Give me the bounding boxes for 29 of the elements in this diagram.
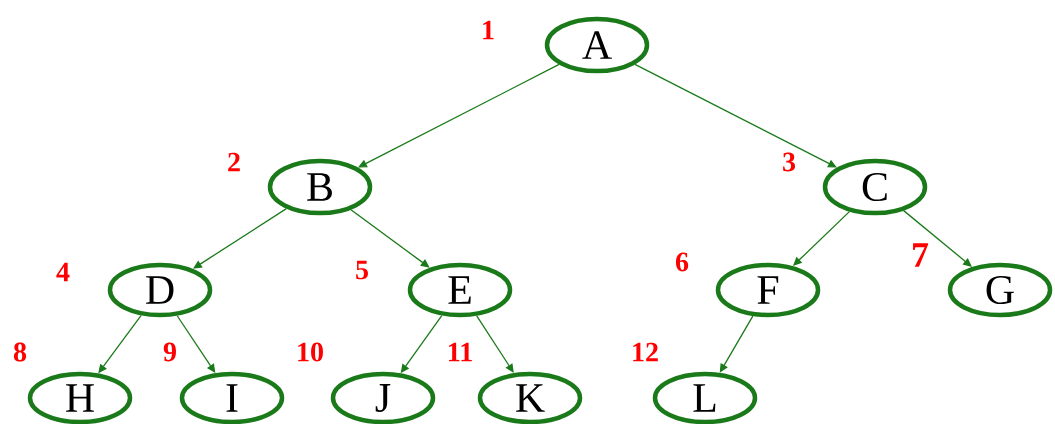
order-number: 6 — [675, 252, 689, 272]
arrow — [903, 209, 972, 267]
tree-node: I — [179, 371, 285, 424]
order-number: 7 — [913, 243, 929, 267]
tree-node: J — [330, 371, 436, 424]
order-number: 3 — [783, 152, 796, 172]
tree-node: H — [27, 371, 133, 424]
tree-node: K — [477, 371, 583, 424]
tree-node: L — [652, 371, 758, 424]
tree-node: C — [822, 158, 928, 216]
order-number: 11 — [449, 342, 472, 362]
arrow — [476, 315, 514, 373]
tree-node: G — [947, 262, 1053, 318]
arrow — [719, 315, 754, 373]
order-number: 2 — [228, 152, 240, 172]
tree-node: A — [544, 16, 650, 74]
tree-node: D — [107, 262, 213, 318]
arrow — [350, 209, 430, 268]
order-number: 9 — [163, 342, 176, 362]
tree-node: E — [407, 262, 513, 318]
tree-node: B — [267, 158, 373, 216]
order-number: 5 — [356, 260, 368, 280]
order-number: 4 — [56, 262, 70, 282]
order-number: 12 — [633, 342, 658, 362]
order-number: 8 — [13, 342, 27, 362]
order-number: 1 — [483, 20, 494, 40]
order-number: 10 — [298, 342, 323, 362]
tree-node: F — [715, 262, 821, 318]
arrow — [634, 63, 837, 168]
